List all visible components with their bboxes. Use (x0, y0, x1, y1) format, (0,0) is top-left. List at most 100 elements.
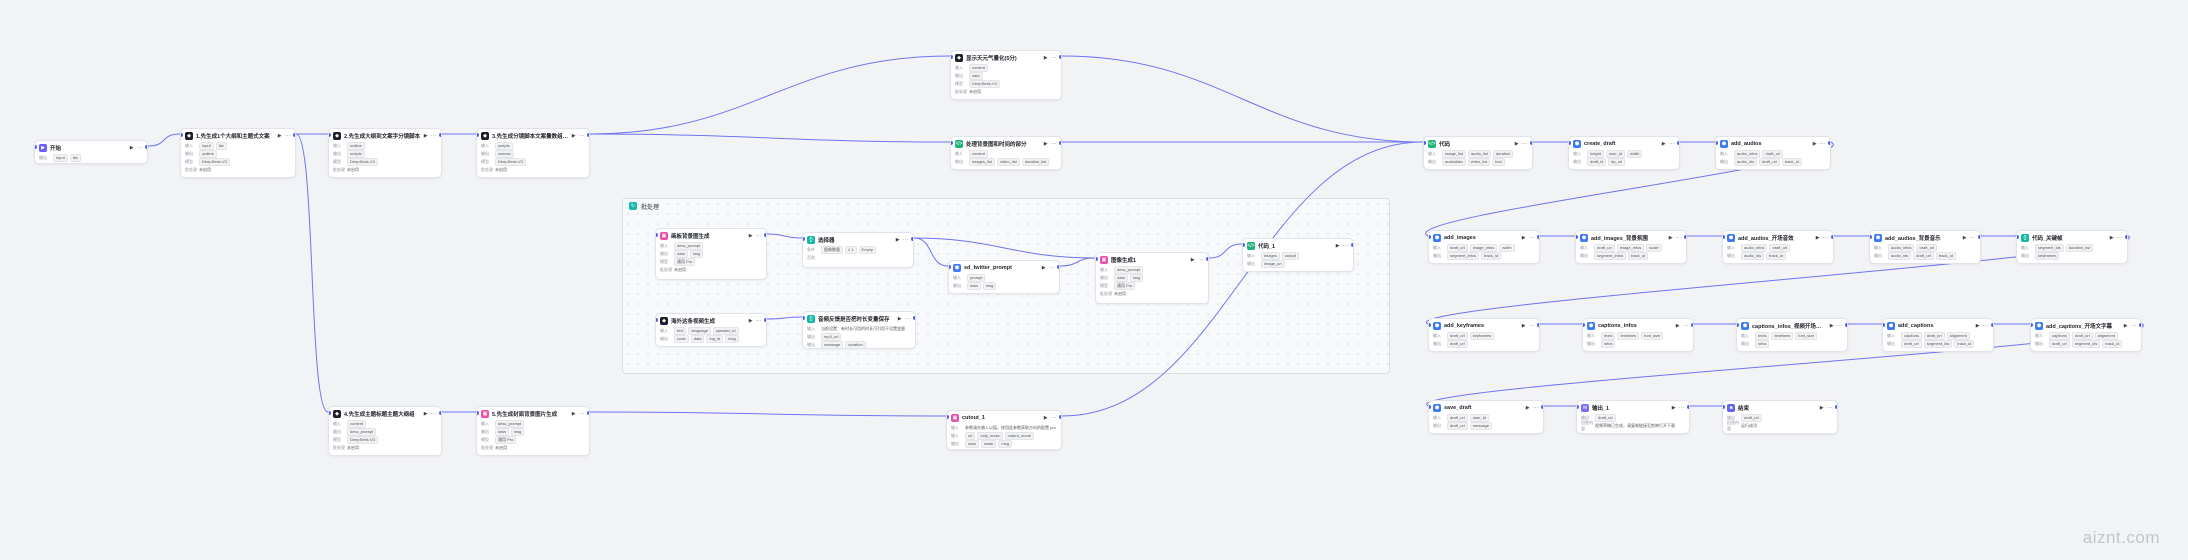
input-port[interactable] (2017, 235, 2019, 239)
input-port[interactable] (329, 133, 331, 137)
node-actions-icon[interactable]: ▶ ⋯ (1521, 234, 1535, 241)
node-actions-icon[interactable]: ▶ ⋯ (129, 144, 143, 151)
node-actions-icon[interactable]: ▶ ⋯ (2123, 322, 2137, 329)
node-actions-icon[interactable]: ▶ ⋯ (1671, 404, 1685, 411)
input-port[interactable] (1883, 323, 1885, 327)
edge-llm3-llm_top[interactable] (589, 55, 951, 135)
input-port[interactable] (1569, 141, 1571, 145)
input-port[interactable] (1870, 235, 1872, 239)
node-var_audio[interactable]: {}音频反馈是否把时长变量保存▶ ⋯输入当前设置：有时长可用的时长可引用于设置变… (802, 311, 916, 349)
output-port[interactable] (2125, 235, 2127, 239)
output-port[interactable] (1691, 323, 1693, 327)
output-port[interactable] (1059, 141, 1061, 145)
node-actions-icon[interactable]: ▶ ⋯ (1335, 242, 1349, 249)
output-port[interactable] (1530, 141, 1532, 145)
input-port[interactable] (1583, 323, 1585, 327)
input-port[interactable] (951, 55, 953, 59)
input-port[interactable] (477, 411, 479, 415)
edge-llm_top-code_merge[interactable] (1061, 55, 1424, 143)
output-port[interactable] (439, 411, 441, 415)
output-port[interactable] (1687, 405, 1689, 409)
output-port[interactable] (587, 411, 589, 415)
input-port[interactable] (1716, 141, 1718, 145)
node-actions-icon[interactable]: ▶ ⋯ (748, 317, 762, 324)
output-port[interactable] (1828, 141, 1830, 145)
input-port[interactable] (1577, 405, 1579, 409)
input-port[interactable] (947, 415, 949, 419)
node-actions-icon[interactable]: ▶ ⋯ (1190, 256, 1204, 263)
output-port[interactable] (587, 133, 589, 137)
node-actions-icon[interactable]: ▶ ⋯ (1975, 322, 1989, 329)
output-port[interactable] (764, 233, 766, 237)
edge-llm3-code1[interactable] (589, 133, 951, 143)
node-actions-icon[interactable]: ▶ ⋯ (1041, 264, 1055, 271)
input-port[interactable] (2031, 323, 2033, 327)
output-port[interactable] (1677, 141, 1679, 145)
output-port[interactable] (1831, 235, 1833, 239)
output-port[interactable] (439, 133, 441, 137)
output-port[interactable] (1845, 323, 1847, 327)
node-actions-icon[interactable]: ▶ ⋯ (1815, 234, 1829, 241)
node-actions-icon[interactable]: ▶ ⋯ (423, 410, 437, 417)
input-port[interactable] (951, 141, 953, 145)
node-actions-icon[interactable]: ▶ ⋯ (1668, 234, 1682, 241)
output-port[interactable] (1059, 55, 1061, 59)
edge-start-llm1[interactable] (147, 133, 181, 147)
edge-img_cover-cutout[interactable] (589, 411, 947, 417)
output-port[interactable] (764, 318, 766, 322)
output-port[interactable] (1978, 235, 1980, 239)
node-actions-icon[interactable]: ▶ ⋯ (2109, 234, 2123, 241)
node-actions-icon[interactable]: ▶ ⋯ (748, 232, 762, 239)
input-port[interactable] (1576, 235, 1578, 239)
node-actions-icon[interactable]: ▶ ⋯ (1514, 140, 1528, 147)
node-actions-icon[interactable]: ▶ ⋯ (1661, 140, 1675, 147)
output-port[interactable] (913, 316, 915, 320)
edge-llm1-llm4[interactable] (295, 133, 329, 413)
input-port[interactable] (656, 318, 658, 322)
output-port[interactable] (293, 133, 295, 137)
node-actions-icon[interactable]: ▶ ⋯ (1812, 140, 1826, 147)
node-actions-icon[interactable]: ▶ ⋯ (1675, 322, 1689, 329)
node-actions-icon[interactable]: ▶ ⋯ (1829, 322, 1843, 329)
input-port[interactable] (1243, 243, 1245, 247)
input-port[interactable] (1737, 323, 1739, 327)
input-port[interactable] (1429, 235, 1431, 239)
input-port[interactable] (181, 133, 183, 137)
output-port[interactable] (1057, 265, 1059, 269)
node-actions-icon[interactable]: ▶ ⋯ (1521, 322, 1535, 329)
output-port[interactable] (2139, 323, 2141, 327)
output-port[interactable] (1991, 323, 1993, 327)
node-actions-icon[interactable]: ▶ ⋯ (423, 132, 437, 139)
output-port[interactable] (1684, 235, 1686, 239)
node-actions-icon[interactable]: ▶ ⋯ (897, 315, 911, 322)
input-port[interactable] (949, 265, 951, 269)
output-port[interactable] (1537, 323, 1539, 327)
node-actions-icon[interactable]: ▶ ⋯ (1525, 404, 1539, 411)
node-actions-icon[interactable]: ▶ ⋯ (571, 132, 585, 139)
